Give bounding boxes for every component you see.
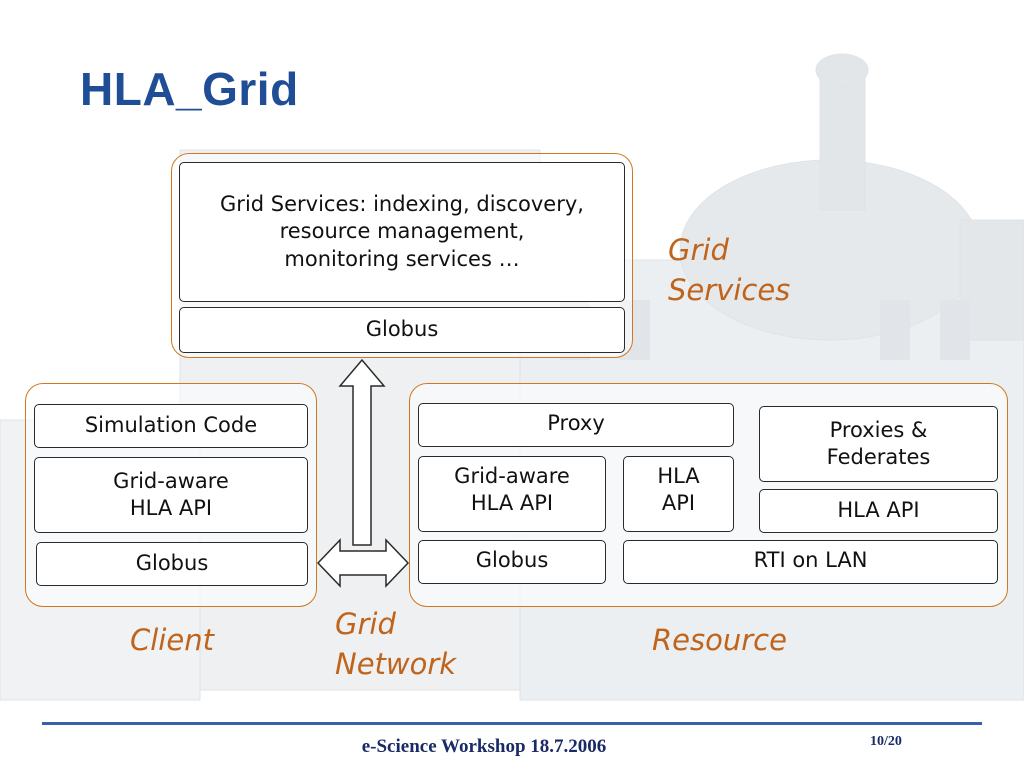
resource-label: Resource xyxy=(652,623,787,657)
client-grid-aware-api-box: Grid-aware HLA API xyxy=(34,457,308,533)
resource-globus-box: Globus xyxy=(418,540,606,584)
resource-hla-api-small-box: HLA API xyxy=(623,456,734,532)
vertical-arrow-icon xyxy=(338,358,386,546)
client-label: Client xyxy=(130,623,214,657)
slide-title: HLA_Grid xyxy=(80,63,299,115)
rti-on-lan-box: RTI on LAN xyxy=(623,540,998,584)
grid-services-globus-box: Globus xyxy=(179,307,625,353)
page-number: 10/20 xyxy=(870,734,902,749)
simulation-code-box: Simulation Code xyxy=(34,404,308,448)
proxies-federates-box: Proxies & Federates xyxy=(759,406,998,482)
resource-grid-aware-api-box: Grid-aware HLA API xyxy=(418,456,606,532)
proxy-box: Proxy xyxy=(418,403,734,447)
client-globus-box: Globus xyxy=(36,542,308,586)
grid-services-label: Grid Services xyxy=(668,233,791,308)
grid-services-box: Grid Services: indexing, discovery, reso… xyxy=(179,162,625,302)
resource-hla-api-box: HLA API xyxy=(759,489,998,533)
footer-text: e-Science Workshop 18.7.2006 xyxy=(361,736,607,757)
footer-divider xyxy=(42,722,982,725)
horizontal-double-arrow-icon xyxy=(316,538,410,588)
grid-network-label: Grid Network xyxy=(335,607,457,682)
